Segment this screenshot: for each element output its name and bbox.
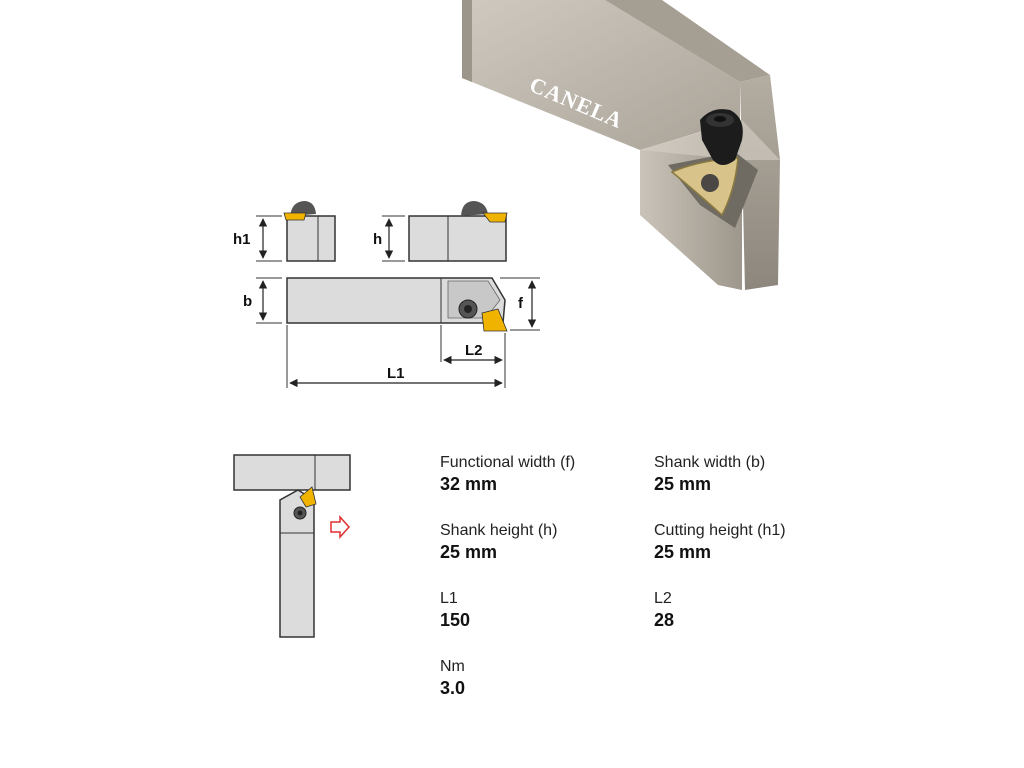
dim-label-f: f: [518, 295, 524, 312]
spec-shank-width: Shank width (b) 25 mm: [654, 453, 854, 495]
spec-functional-width: Functional width (f) 32 mm: [440, 453, 640, 495]
shank-top-face: [462, 0, 740, 150]
dim-label-L2: L2: [465, 342, 483, 359]
dim-label-L1: L1: [387, 365, 405, 382]
spec-value: 25 mm: [440, 542, 498, 562]
spec-value: 25 mm: [654, 542, 712, 562]
spec-value: 32 mm: [440, 474, 498, 494]
dim-label-h: h: [373, 231, 382, 248]
dim-label-b: b: [243, 293, 252, 310]
spec-label: L2: [654, 590, 672, 607]
spec-label: Functional width (f): [440, 454, 576, 471]
application-diagram: [233, 454, 351, 638]
spec-label: L1: [440, 590, 458, 607]
spec-torque: Nm 3.0: [440, 657, 640, 699]
spec-label: Cutting height (h1): [654, 522, 786, 539]
spec-L2: L2 28: [654, 589, 854, 631]
spec-shank-height: Shank height (h) 25 mm: [440, 521, 640, 563]
spec-L1: L1 150: [440, 589, 640, 631]
spec-label: Shank height (h): [440, 522, 558, 539]
feed-direction-arrow-icon: [330, 515, 351, 539]
dim-label-h1: h1: [233, 231, 251, 248]
spec-label: Nm: [440, 658, 465, 675]
spec-value: 28: [654, 610, 675, 630]
insert-icon: [299, 486, 317, 508]
spec-label: Shank width (b): [654, 454, 766, 471]
spec-value: 3.0: [440, 678, 466, 698]
spec-cutting-height: Cutting height (h1) 25 mm: [654, 521, 854, 563]
top-view: [256, 277, 540, 388]
workpiece: [233, 454, 351, 491]
spec-value: 150: [440, 610, 471, 630]
spec-value: 25 mm: [654, 474, 712, 494]
end-view-h: [382, 201, 508, 262]
end-view-h1: [256, 201, 336, 262]
